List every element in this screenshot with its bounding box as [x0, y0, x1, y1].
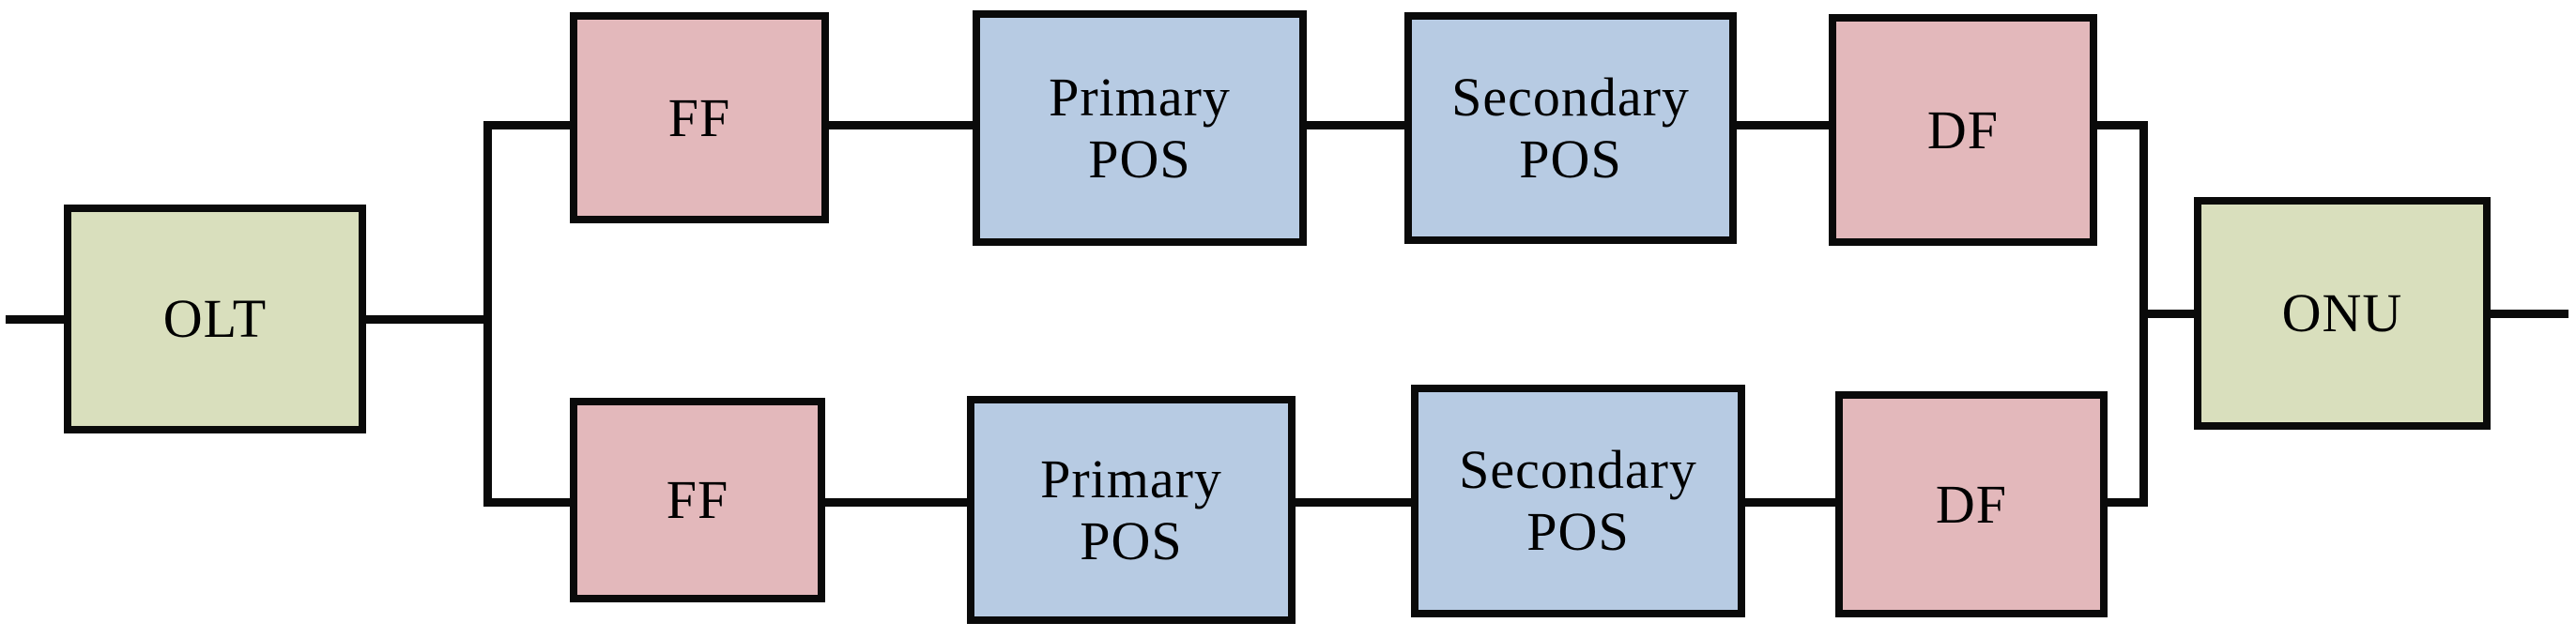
- node-ff-upper-text: FF: [667, 86, 731, 148]
- wire-spos-df-upper: [1729, 121, 1836, 129]
- wire-split-vertical: [483, 121, 492, 507]
- node-olt-label: OLT: [163, 288, 267, 350]
- node-olt: OLT: [64, 205, 366, 433]
- wire-olt-split: [359, 315, 491, 324]
- node-primary-pos-upper-text-line1: Primary: [1049, 66, 1231, 128]
- node-secondary-pos-upper-text-line1: Secondary: [1451, 66, 1690, 128]
- wire-df-merge-upper: [2090, 121, 2147, 129]
- node-df-lower-label: DF: [1936, 474, 2007, 536]
- wire-spos-df-lower: [1738, 498, 1843, 507]
- node-onu: ONU: [2194, 197, 2491, 430]
- node-primary-pos-lower-text-line1: Primary: [1040, 448, 1222, 509]
- node-df-upper-text: DF: [1926, 99, 2000, 160]
- node-ff-upper: FF: [570, 12, 829, 223]
- node-primary-pos-upper-text-line2: POS: [1088, 128, 1191, 190]
- node-secondary-pos-lower-text-line1: Secondary: [1459, 439, 1697, 500]
- node-primary-pos-upper-label: Primary POS: [1049, 67, 1231, 190]
- node-secondary-pos-lower-label: Secondary POS: [1459, 439, 1697, 563]
- wire-merge-onu: [2143, 310, 2201, 318]
- node-primary-pos-lower: Primary POS: [967, 396, 1296, 624]
- node-secondary-pos-lower: Secondary POS: [1411, 385, 1745, 617]
- wire-df-merge-lower: [2100, 498, 2147, 507]
- node-ff-lower-text: FF: [666, 469, 729, 530]
- node-secondary-pos-upper-text-line2: POS: [1519, 128, 1622, 190]
- wire-ppos-spos-lower: [1288, 498, 1418, 507]
- node-secondary-pos-upper-label: Secondary POS: [1451, 67, 1690, 190]
- wire-input-stub: [6, 315, 71, 324]
- node-primary-pos-upper: Primary POS: [973, 10, 1307, 246]
- wire-ff-ppos-lower: [818, 498, 974, 507]
- node-primary-pos-lower-label: Primary POS: [1040, 448, 1222, 572]
- node-ff-lower: FF: [570, 398, 825, 602]
- node-df-lower-text: DF: [1935, 473, 2008, 535]
- wire-onu-output-stub: [2483, 310, 2568, 318]
- wire-split-ff-upper: [487, 121, 577, 129]
- node-primary-pos-lower-text-line2: POS: [1080, 509, 1183, 571]
- node-onu-text: ONU: [2281, 282, 2403, 343]
- node-df-upper-label: DF: [1927, 99, 1999, 161]
- wire-split-ff-lower: [487, 498, 577, 507]
- node-secondary-pos-lower-text-line2: POS: [1526, 501, 1630, 562]
- node-ff-lower-label: FF: [667, 469, 729, 531]
- node-df-lower: DF: [1835, 391, 2108, 617]
- node-onu-label: ONU: [2282, 282, 2403, 344]
- wire-ff-ppos-upper: [821, 121, 980, 129]
- node-olt-text: OLT: [162, 288, 268, 349]
- node-secondary-pos-upper: Secondary POS: [1404, 12, 1737, 244]
- node-df-upper: DF: [1829, 14, 2097, 246]
- node-ff-upper-label: FF: [668, 87, 731, 149]
- wire-ppos-spos-upper: [1299, 121, 1412, 129]
